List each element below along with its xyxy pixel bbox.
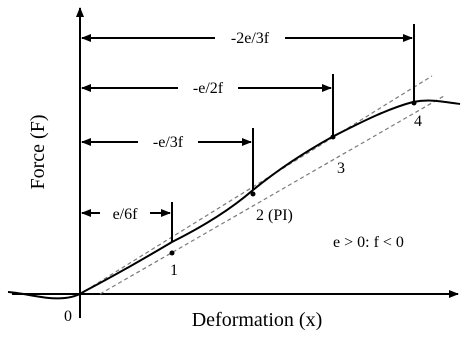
dimension-label-bg-e-2f (178, 77, 238, 97)
y-axis-label: Force (F) (27, 115, 49, 190)
condition-label: e > 0: f < 0 (333, 234, 404, 251)
point-1-marker (169, 250, 175, 256)
lower-tangent-line (99, 95, 445, 295)
dimension-label-e-3f: -e/3f (153, 134, 184, 151)
dimension-label-e-6f: e/6f (113, 206, 139, 223)
point-3-label: 3 (337, 160, 345, 177)
dimension-label-bg-2e-3f (215, 27, 285, 47)
upper-tangent-line (79, 75, 433, 295)
dimension-label-e-2f: -e/2f (193, 80, 224, 97)
dimension-label-bg-e-6f (100, 203, 150, 223)
dimension-label-bg-e-3f (138, 131, 198, 151)
x-axis-label: Deformation (x) (192, 309, 323, 331)
origin-label: 0 (64, 308, 72, 325)
force-deformation-curve (7, 99, 461, 300)
point-2-marker (250, 191, 256, 197)
point-1-label: 1 (170, 262, 178, 279)
point-4-label: 4 (414, 113, 422, 130)
dimension-label-2e-3f: -2e/3f (231, 30, 270, 47)
point-2-label: 2 (PI) (256, 207, 293, 224)
